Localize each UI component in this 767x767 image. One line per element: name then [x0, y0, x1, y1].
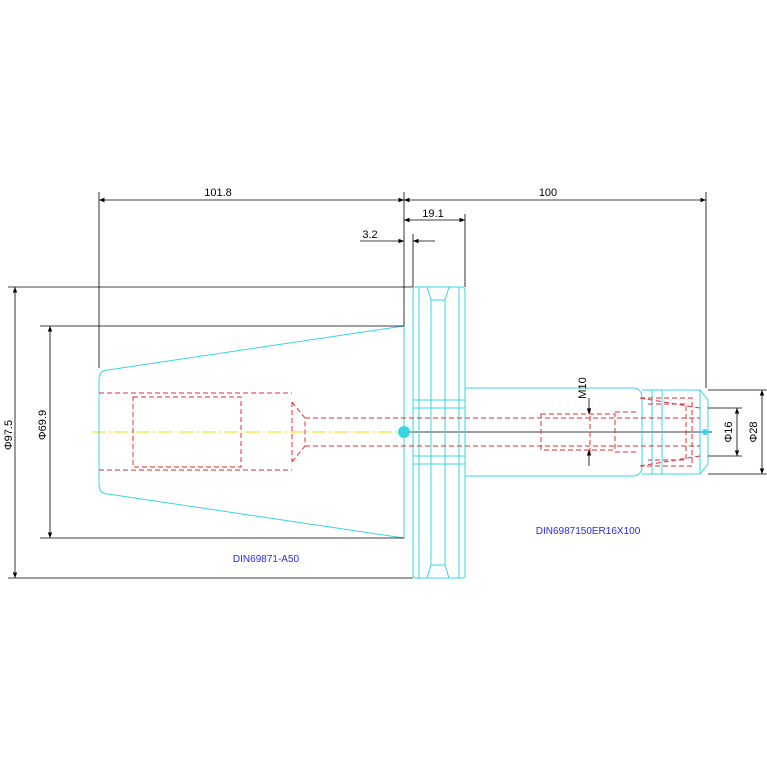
dim-left-length: 101.8 — [204, 187, 232, 199]
hidden-features — [99, 392, 701, 471]
dim-nose-diameter: Φ28 — [748, 421, 760, 442]
dim-bore-diameter: Φ16 — [723, 421, 735, 442]
dim-outer-diameter: Φ97.5 — [3, 420, 15, 450]
dim-taper-diameter: Φ69.9 — [37, 410, 49, 440]
dim-thread: M10 — [577, 377, 589, 398]
dim-offset: 3.2 — [362, 229, 377, 241]
label-holder-spec: DIN6987150ER16X100 — [536, 526, 641, 537]
nose-marker — [702, 429, 708, 435]
origin-marker — [398, 426, 410, 438]
dim-right-length: 100 — [539, 187, 557, 199]
dim-flange-width: 19.1 — [422, 208, 443, 220]
label-taper-standard: DIN69871-A50 — [233, 554, 300, 565]
dimension-lines — [8, 192, 767, 579]
flange-outline — [412, 286, 466, 579]
